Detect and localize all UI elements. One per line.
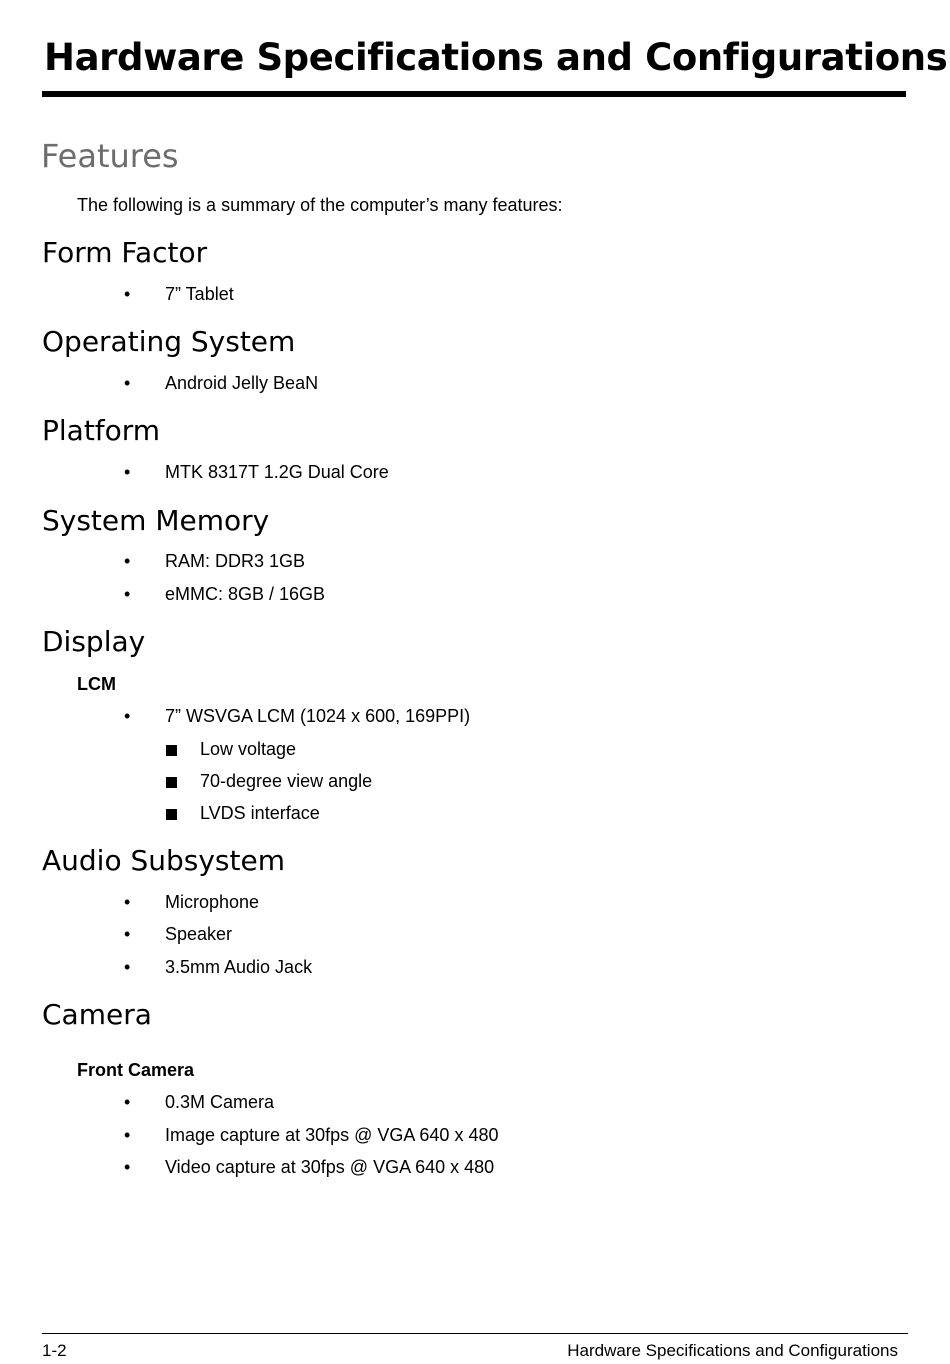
list-item-text: MTK 8317T 1.2G Dual Core [165, 462, 389, 482]
list-item-text: RAM: DDR3 1GB [165, 551, 306, 571]
list-item: • 7” Tablet [120, 282, 234, 306]
list-item: • MTK 8317T 1.2G Dual Core [120, 460, 389, 484]
list-item: • Speaker [120, 922, 232, 946]
sub-list-item: LVDS interface [166, 801, 320, 825]
footer-chapter-title: Hardware Specifications and Configuratio… [567, 1341, 898, 1360]
heading-display: Display [42, 625, 146, 658]
list-item: • eMMC: 8GB / 16GB [120, 582, 325, 606]
footer-rule [42, 1333, 908, 1334]
square-bullet-icon [166, 777, 177, 788]
heading-audio-subsystem: Audio Subsystem [42, 844, 286, 877]
list-item: • Microphone [120, 890, 259, 914]
list-item-text: 7” Tablet [165, 284, 234, 304]
title-rule [42, 91, 906, 97]
list-item-text: eMMC: 8GB / 16GB [165, 584, 326, 604]
list-item: • RAM: DDR3 1GB [120, 549, 305, 573]
heading-form-factor: Form Factor [42, 236, 208, 269]
list-item: • 7” WSVGA LCM (1024 x 600, 169PPI) [120, 704, 470, 728]
heading-system-memory: System Memory [42, 504, 270, 537]
bullet: • [124, 462, 131, 482]
intro-text: The following is a summary of the comput… [77, 195, 563, 215]
list-item-text: Video capture at 30fps @ VGA 640 x 480 [165, 1157, 495, 1177]
bullet: • [124, 706, 131, 726]
list-item: • Image capture at 30fps @ VGA 640 x 480 [120, 1123, 498, 1147]
subheading-front-camera: Front Camera [77, 1060, 195, 1080]
section-title: Features [41, 137, 179, 175]
page-number: 1-2 [42, 1341, 67, 1360]
subheading-lcm: LCM [77, 674, 116, 694]
heading-camera: Camera [42, 998, 152, 1031]
list-item-text: Speaker [165, 924, 233, 944]
list-item: • Android Jelly BeaN [120, 371, 318, 395]
bullet: • [124, 584, 131, 604]
list-item: • 0.3M Camera [120, 1090, 274, 1114]
heading-platform: Platform [42, 414, 161, 447]
bullet: • [124, 892, 131, 912]
square-bullet-icon [166, 745, 177, 756]
bullet: • [124, 551, 131, 571]
list-item: • Video capture at 30fps @ VGA 640 x 480 [120, 1155, 494, 1179]
sub-list-item: Low voltage [166, 737, 296, 761]
bullet: • [124, 1157, 131, 1177]
list-item-text: Android Jelly BeaN [165, 373, 319, 393]
bullet: • [124, 1092, 131, 1112]
bullet: • [124, 373, 131, 393]
heading-operating-system: Operating System [42, 325, 296, 358]
sub-list-item-text: 70-degree view angle [200, 771, 373, 791]
list-item-text: Image capture at 30fps @ VGA 640 x 480 [165, 1125, 499, 1145]
page-title: Hardware Specifications and Configuratio… [44, 36, 948, 79]
bullet: • [124, 284, 131, 304]
sub-list-item-text: Low voltage [200, 739, 297, 759]
sub-list-item-text: LVDS interface [200, 803, 320, 823]
list-item-text: 7” WSVGA LCM (1024 x 600, 169PPI) [165, 706, 471, 726]
square-bullet-icon [166, 809, 177, 820]
bullet: • [124, 957, 131, 977]
bullet: • [124, 1125, 131, 1145]
list-item: • 3.5mm Audio Jack [120, 955, 312, 979]
list-item-text: Microphone [165, 892, 260, 912]
sub-list-item: 70-degree view angle [166, 769, 372, 793]
bullet: • [124, 924, 131, 944]
list-item-text: 3.5mm Audio Jack [165, 957, 313, 977]
list-item-text: 0.3M Camera [165, 1092, 275, 1112]
